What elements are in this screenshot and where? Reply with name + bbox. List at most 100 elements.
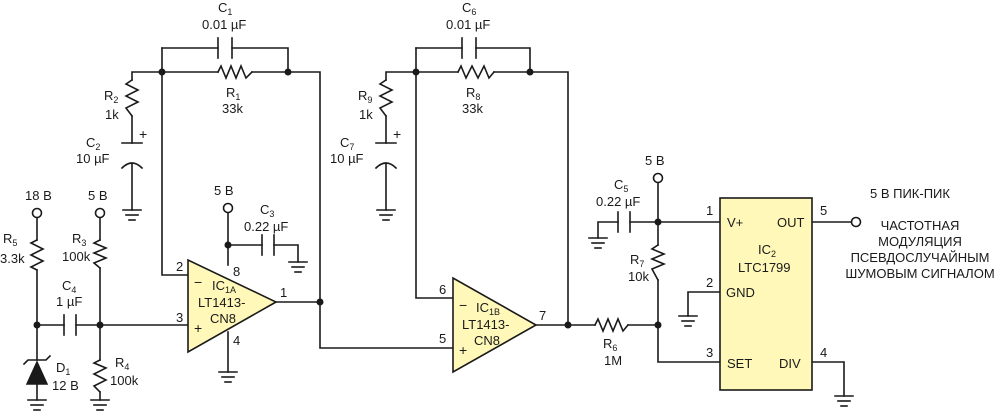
- svg-text:ЧАСТОТНАЯ: ЧАСТОТНАЯ: [881, 218, 960, 233]
- resistor-r3: R3 100k: [62, 231, 109, 270]
- svg-text:DIV: DIV: [779, 356, 801, 371]
- svg-text:5 В ПИК-ПИК: 5 В ПИК-ПИК: [870, 186, 950, 201]
- svg-text:+: +: [194, 320, 202, 336]
- svg-text:7: 7: [539, 308, 546, 323]
- zener-diode-d1: D1 12 В: [22, 354, 79, 393]
- svg-text:4: 4: [233, 333, 240, 348]
- capacitor-c1: C1 0.01 µF: [202, 0, 246, 59]
- resistor-r7: R7 10k: [628, 243, 667, 284]
- svg-text:OUT: OUT: [777, 215, 805, 230]
- svg-text:R5: R5: [3, 231, 17, 248]
- ground-ic2-gnd: [678, 315, 698, 327]
- svg-text:R9: R9: [358, 88, 372, 105]
- resistor-r4: R4 100k: [92, 355, 139, 394]
- resistor-r2: R2 1k: [104, 78, 140, 122]
- ground-c2: [122, 209, 142, 221]
- svg-text:D1: D1: [56, 360, 70, 377]
- svg-text:C6: C6: [462, 0, 476, 17]
- resistor-r9: R9 1k: [358, 78, 394, 122]
- svg-text:IC2: IC2: [758, 242, 776, 259]
- svg-text:0.01 µF: 0.01 µF: [202, 17, 246, 32]
- svg-text:0.22 µF: 0.22 µF: [596, 194, 640, 209]
- svg-text:100k: 100k: [110, 373, 139, 388]
- svg-text:0.22 µF: 0.22 µF: [244, 219, 288, 234]
- opamp-ic1b: − + IC1B LT1413- CN8 6 5 7: [439, 276, 546, 374]
- svg-text:100k: 100k: [62, 249, 91, 264]
- svg-text:R1: R1: [226, 85, 240, 102]
- ground-c7: [376, 209, 396, 221]
- svg-text:C1: C1: [218, 0, 232, 17]
- svg-text:3: 3: [176, 310, 183, 325]
- svg-text:C3: C3: [260, 202, 274, 219]
- supply-18v: 18 В: [25, 188, 52, 219]
- svg-text:33k: 33k: [222, 101, 243, 116]
- svg-text:R6: R6: [603, 336, 617, 353]
- svg-text:5: 5: [820, 203, 827, 218]
- svg-text:33k: 33k: [462, 101, 483, 116]
- svg-text:−: −: [194, 274, 202, 290]
- svg-text:10k: 10k: [628, 269, 649, 284]
- svg-text:C2: C2: [86, 135, 100, 152]
- capacitor-c3: C3 0.22 µF: [244, 202, 288, 256]
- svg-text:C7: C7: [340, 135, 354, 152]
- capacitor-c4: C4 1 µF: [56, 278, 82, 336]
- svg-text:4: 4: [820, 345, 827, 360]
- resistor-r5: R5 3.3k: [0, 231, 45, 272]
- svg-text:8: 8: [233, 264, 240, 279]
- ground-ic2-div: [834, 395, 854, 407]
- svg-text:−: −: [459, 297, 467, 313]
- ground-d1: [27, 399, 47, 411]
- svg-text:LTC1799: LTC1799: [738, 260, 791, 275]
- resistor-r8: R8 33k: [456, 64, 496, 116]
- svg-text:12 В: 12 В: [52, 378, 79, 393]
- svg-text:R3: R3: [72, 231, 86, 248]
- svg-text:3: 3: [706, 345, 713, 360]
- svg-text:LT1413-: LT1413-: [462, 317, 509, 332]
- opamp-ic1a: − + IC1A LT1413- CN8 2 3 1 8 4: [176, 258, 287, 354]
- svg-text:5 В: 5 В: [645, 153, 665, 168]
- resistor-r6: R6 1M: [593, 316, 630, 368]
- svg-text:R7: R7: [630, 252, 644, 269]
- svg-text:1M: 1M: [604, 353, 622, 368]
- ground-ic1-pin4: [218, 371, 238, 383]
- ground-c3: [288, 261, 308, 273]
- ground-c5: [588, 237, 608, 249]
- output-terminal: 5 В ПИК-ПИК ЧАСТОТНАЯ МОДУЛЯЦИЯ ПСЕВДОСЛ…: [845, 186, 994, 281]
- svg-text:CN8: CN8: [474, 333, 500, 348]
- svg-text:R2: R2: [104, 88, 118, 105]
- ground-symbols: [27, 209, 854, 411]
- svg-text:5 В: 5 В: [88, 188, 108, 203]
- svg-text:МОДУЛЯЦИЯ: МОДУЛЯЦИЯ: [878, 234, 962, 249]
- capacitor-c2: + C2 10 µF: [76, 126, 147, 170]
- svg-text:ПСЕВДОСЛУЧАЙНЫМ: ПСЕВДОСЛУЧАЙНЫМ: [851, 250, 990, 265]
- svg-text:5: 5: [439, 331, 446, 346]
- svg-text:V+: V+: [727, 215, 743, 230]
- svg-text:+: +: [459, 342, 467, 358]
- svg-text:ШУМОВЫМ СИГНАЛОМ: ШУМОВЫМ СИГНАЛОМ: [845, 266, 994, 281]
- svg-text:IC1B: IC1B: [476, 300, 500, 317]
- svg-text:R8: R8: [466, 85, 480, 102]
- supply-5v-r3: 5 В: [88, 188, 108, 219]
- svg-text:6: 6: [439, 282, 446, 297]
- svg-text:10 µF: 10 µF: [76, 151, 110, 166]
- svg-text:10 µF: 10 µF: [330, 151, 364, 166]
- svg-text:1: 1: [706, 203, 713, 218]
- svg-text:1k: 1k: [105, 107, 119, 122]
- ic2-ltc1799: V+ OUT GND SET DIV IC2 LTC1799 1 2 3 4 5: [706, 197, 827, 391]
- svg-text:18 В: 18 В: [25, 188, 52, 203]
- resistor-r1: R1 33k: [216, 63, 254, 116]
- supply-5v-ic2: 5 В: [645, 153, 665, 184]
- junction-dots: [33, 68, 662, 329]
- svg-text:C5: C5: [614, 177, 628, 194]
- capacitor-c7: + C7 10 µF: [330, 126, 401, 170]
- svg-text:R4: R4: [115, 355, 129, 372]
- svg-text:LT1413-: LT1413-: [198, 295, 245, 310]
- svg-text:1k: 1k: [359, 107, 373, 122]
- svg-text:3.3k: 3.3k: [0, 251, 25, 266]
- svg-text:1 µF: 1 µF: [56, 294, 82, 309]
- capacitor-c5: C5 0.22 µF: [596, 177, 640, 233]
- svg-text:IC1A: IC1A: [212, 278, 236, 295]
- ground-r4: [90, 399, 110, 411]
- svg-text:5 В: 5 В: [214, 183, 234, 198]
